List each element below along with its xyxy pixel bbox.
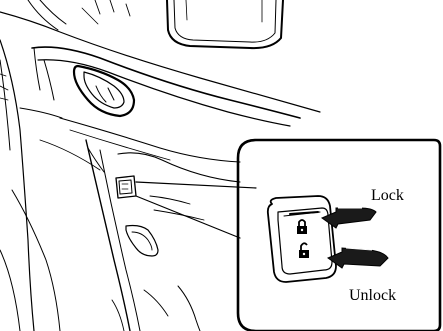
window-switch-panel: [116, 176, 136, 198]
unlock-arrow-icon: [328, 248, 388, 268]
lock-closed-icon: [297, 220, 307, 234]
lock-switch-enlarged: [268, 196, 336, 282]
lock-open-icon: [299, 243, 309, 258]
side-mirror-outline: [167, 0, 283, 48]
lock-label: Lock: [371, 188, 404, 204]
callout-frame: [238, 140, 440, 331]
door-body-contours: [86, 140, 240, 331]
door-pocket: [126, 226, 158, 257]
inner-door-handle: [74, 66, 134, 116]
left-pillar-lines: [0, 40, 60, 331]
door-upper-trim: [0, 0, 320, 112]
unlock-label: Unlock: [349, 288, 396, 304]
